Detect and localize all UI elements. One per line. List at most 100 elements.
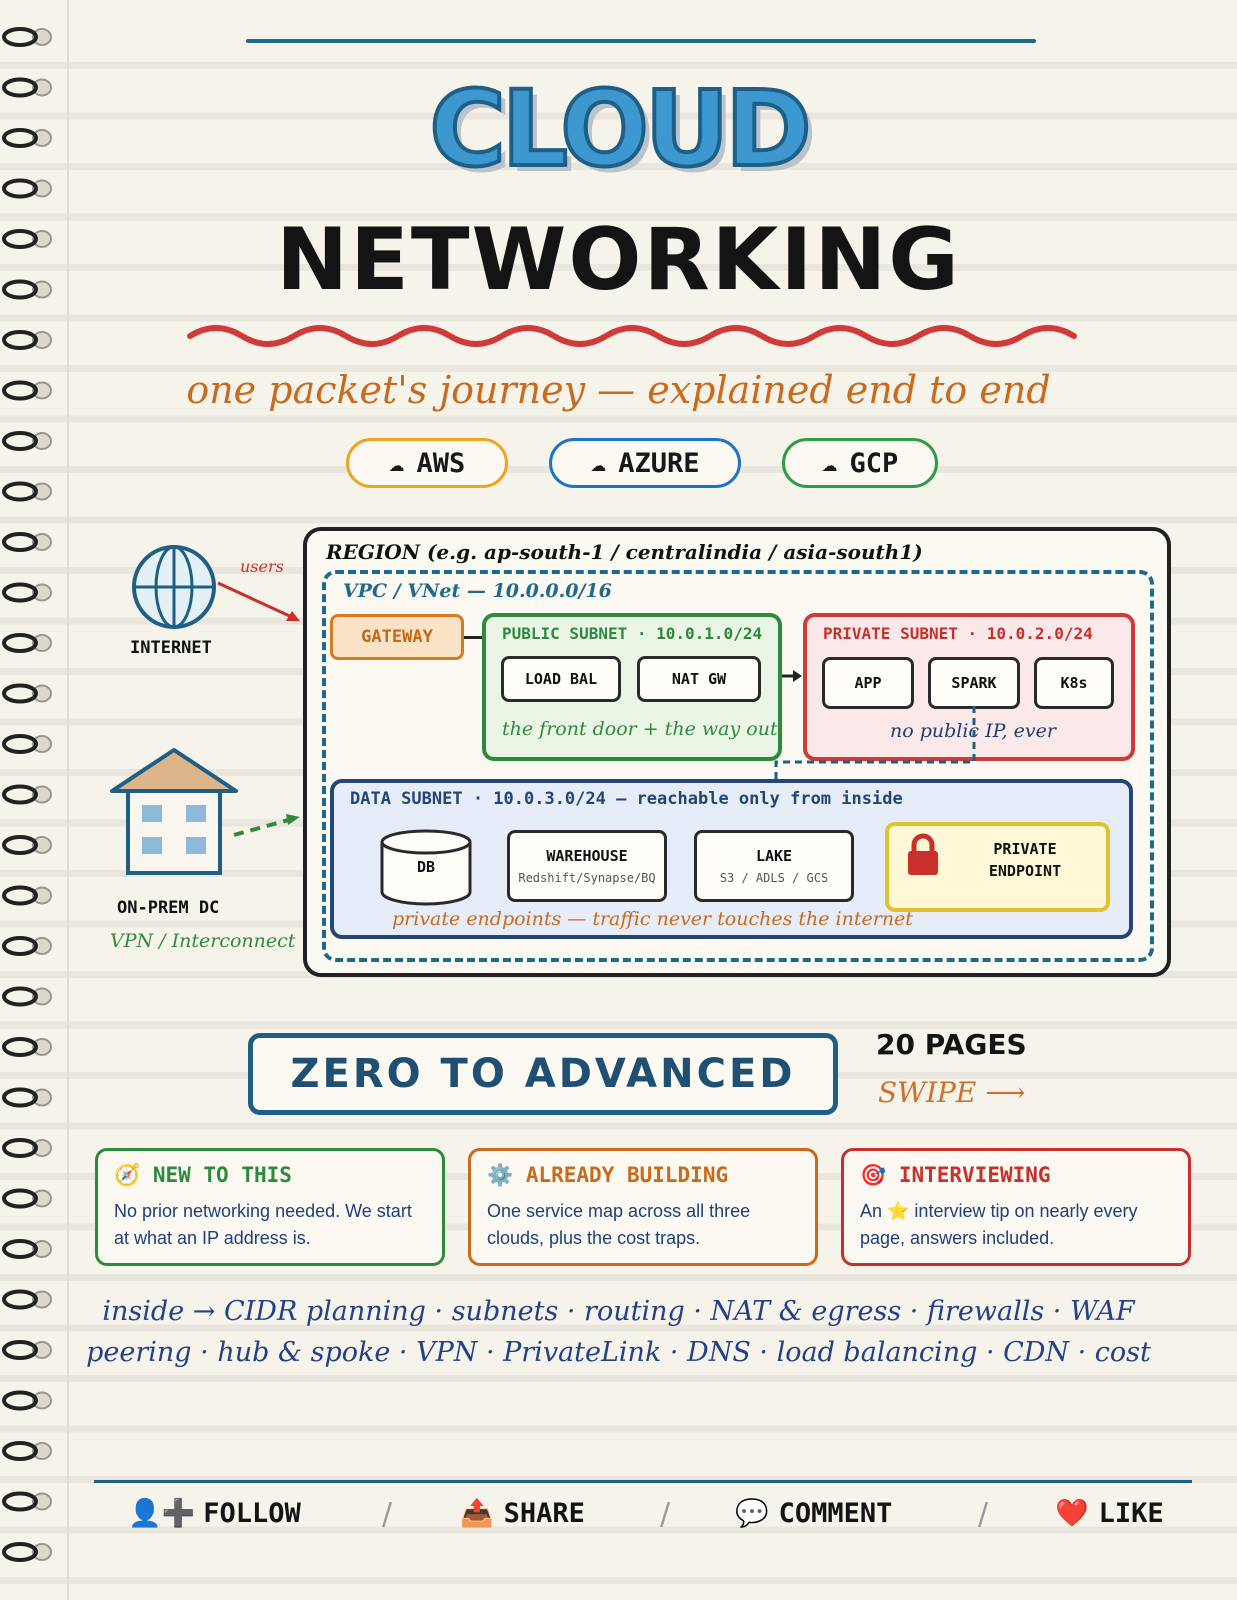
paper-rule bbox=[0, 516, 1237, 524]
private-subnet-title: PRIVATE SUBNET · 10.0.2.0/24 bbox=[823, 624, 1093, 643]
action-label: FOLLOW bbox=[203, 1497, 301, 1529]
zero-to-advanced-badge: ZERO TO ADVANCED bbox=[248, 1033, 838, 1115]
spiral-ring bbox=[2, 481, 52, 502]
spiral-ring bbox=[2, 431, 52, 451]
card-interviewing: 🎯 INTERVIEWING An ⭐ interview tip on nea… bbox=[841, 1148, 1191, 1266]
spiral-ring bbox=[2, 1138, 52, 1158]
card-heading: 🧭 NEW TO THIS bbox=[114, 1163, 426, 1188]
onprem-sub: VPN / Interconnect bbox=[110, 930, 296, 952]
endpoint-line2: ENDPOINT bbox=[988, 862, 1062, 880]
target-icon: 🎯 bbox=[860, 1163, 887, 1187]
title-networking: NETWORKING bbox=[276, 210, 961, 310]
database-icon bbox=[380, 829, 472, 906]
provider-label: AZURE bbox=[618, 447, 700, 479]
warehouse-label: WAREHOUSE bbox=[546, 847, 628, 865]
topics-line-1: inside → CIDR planning · subnets · routi… bbox=[102, 1296, 1135, 1327]
paper-rule bbox=[0, 1577, 1237, 1584]
spiral-ring bbox=[2, 885, 52, 906]
spiral-ring bbox=[2, 380, 52, 401]
like-button[interactable]: ❤️ LIKE bbox=[1055, 1497, 1164, 1530]
card-body: An ⭐ interview tip on nearly every page,… bbox=[860, 1201, 1138, 1248]
app-chip: APP bbox=[822, 657, 914, 709]
action-label: LIKE bbox=[1098, 1497, 1164, 1529]
provider-label: AWS bbox=[416, 447, 466, 479]
paper-rule bbox=[0, 1324, 1237, 1332]
provider-label: GCP bbox=[849, 447, 899, 479]
share-button[interactable]: 📤SHARE bbox=[460, 1497, 585, 1530]
card-title: NEW TO THIS bbox=[152, 1163, 292, 1187]
spiral-ring bbox=[2, 1542, 52, 1562]
spiral-ring bbox=[2, 1289, 52, 1310]
title-cloud: CLOUD bbox=[427, 66, 813, 192]
spiral-ring bbox=[2, 77, 52, 98]
pages-count: 20 PAGES bbox=[876, 1028, 1027, 1061]
paper-rule bbox=[0, 1274, 1237, 1281]
spiral-ring bbox=[2, 633, 52, 653]
paper-rule bbox=[0, 1021, 1237, 1029]
paper-rule bbox=[0, 1122, 1237, 1130]
lake-sub: S3 / ADLS / GCS bbox=[719, 871, 829, 885]
compass-icon: 🧭 bbox=[114, 1163, 141, 1187]
spark-chip: SPARK bbox=[928, 657, 1020, 709]
lake-chip: LAKE S3 / ADLS / GCS bbox=[694, 830, 854, 902]
spiral-ring bbox=[2, 1087, 52, 1108]
spiral-ring bbox=[2, 1491, 52, 1512]
card-heading: ⚙️ ALREADY BUILDING bbox=[487, 1163, 799, 1188]
spiral-ring bbox=[2, 683, 52, 704]
data-subnet-title: DATA SUBNET · 10.0.3.0/24 — reachable on… bbox=[350, 789, 903, 809]
card-title: INTERVIEWING bbox=[898, 1163, 1051, 1187]
spiral-ring bbox=[2, 1239, 52, 1259]
users-arrow bbox=[217, 581, 297, 621]
follow-button[interactable]: 👤➕FOLLOW bbox=[128, 1497, 301, 1530]
data-subnet-note: private endpoints — traffic never touche… bbox=[392, 908, 913, 930]
public-subnet-note: the front door + the way out bbox=[502, 718, 778, 740]
gateway-box: GATEWAY bbox=[330, 614, 464, 660]
card-already-building: ⚙️ ALREADY BUILDING One service map acro… bbox=[468, 1148, 818, 1266]
nat-gateway-chip: NAT GW bbox=[637, 656, 761, 702]
load-balancer-chip: LOAD BAL bbox=[501, 656, 621, 702]
comment-icon: 💬 bbox=[735, 1498, 769, 1529]
spiral-ring bbox=[2, 1390, 52, 1411]
card-body: No prior networking needed. We start at … bbox=[114, 1201, 412, 1248]
spiral-ring bbox=[2, 27, 52, 47]
heart-icon: ❤️ bbox=[1055, 1498, 1089, 1529]
paper-rule bbox=[0, 264, 1237, 271]
paper-rule bbox=[0, 314, 1237, 322]
bottom-rule bbox=[94, 1480, 1192, 1483]
paper-rule bbox=[0, 112, 1237, 120]
users-label: users bbox=[240, 557, 284, 576]
spiral-ring bbox=[2, 178, 52, 199]
region-label: REGION (e.g. ap-south-1 / centralindia /… bbox=[326, 540, 923, 564]
paper-rule bbox=[0, 1375, 1237, 1382]
subtitle: one packet's journey — explained end to … bbox=[186, 368, 1051, 412]
cloud-icon: ☁ bbox=[388, 448, 405, 478]
endpoint-line1: PRIVATE bbox=[993, 840, 1057, 858]
spiral-ring bbox=[2, 330, 52, 350]
vpc-box bbox=[322, 570, 1154, 962]
globe-icon bbox=[132, 545, 216, 629]
warehouse-sub: Redshift/Synapse/BQ bbox=[518, 871, 656, 885]
comment-button[interactable]: 💬COMMENT bbox=[735, 1497, 892, 1530]
public-subnet-title: PUBLIC SUBNET · 10.0.1.0/24 bbox=[502, 624, 763, 643]
provider-pill-gcp: ☁GCP bbox=[782, 438, 938, 488]
spiral-ring bbox=[2, 835, 52, 855]
paper-rule bbox=[0, 415, 1237, 423]
follow-icon: 👤➕ bbox=[128, 1498, 196, 1529]
vpc-label: VPC / VNet — 10.0.0.0/16 bbox=[343, 580, 612, 602]
swipe-hint[interactable]: SWIPE ⟶ bbox=[878, 1076, 1026, 1109]
top-rule bbox=[246, 39, 1036, 43]
wavy-underline bbox=[187, 325, 1077, 347]
topics-line-2: peering · hub & spoke · VPN · PrivateLin… bbox=[86, 1337, 1151, 1368]
spiral-ring bbox=[2, 1340, 52, 1360]
spiral-ring bbox=[2, 532, 52, 552]
public-to-private-arrow bbox=[782, 670, 802, 682]
vpn-arrow bbox=[233, 817, 293, 837]
lake-label: LAKE bbox=[755, 847, 793, 865]
paper-rule bbox=[0, 1526, 1237, 1534]
action-label: SHARE bbox=[503, 1497, 585, 1529]
card-new-to-this: 🧭 NEW TO THIS No prior networking needed… bbox=[95, 1148, 445, 1266]
spiral-ring bbox=[2, 734, 52, 754]
spiral-ring bbox=[2, 229, 52, 249]
paper-rule bbox=[0, 163, 1237, 170]
paper-rule bbox=[0, 1476, 1237, 1483]
